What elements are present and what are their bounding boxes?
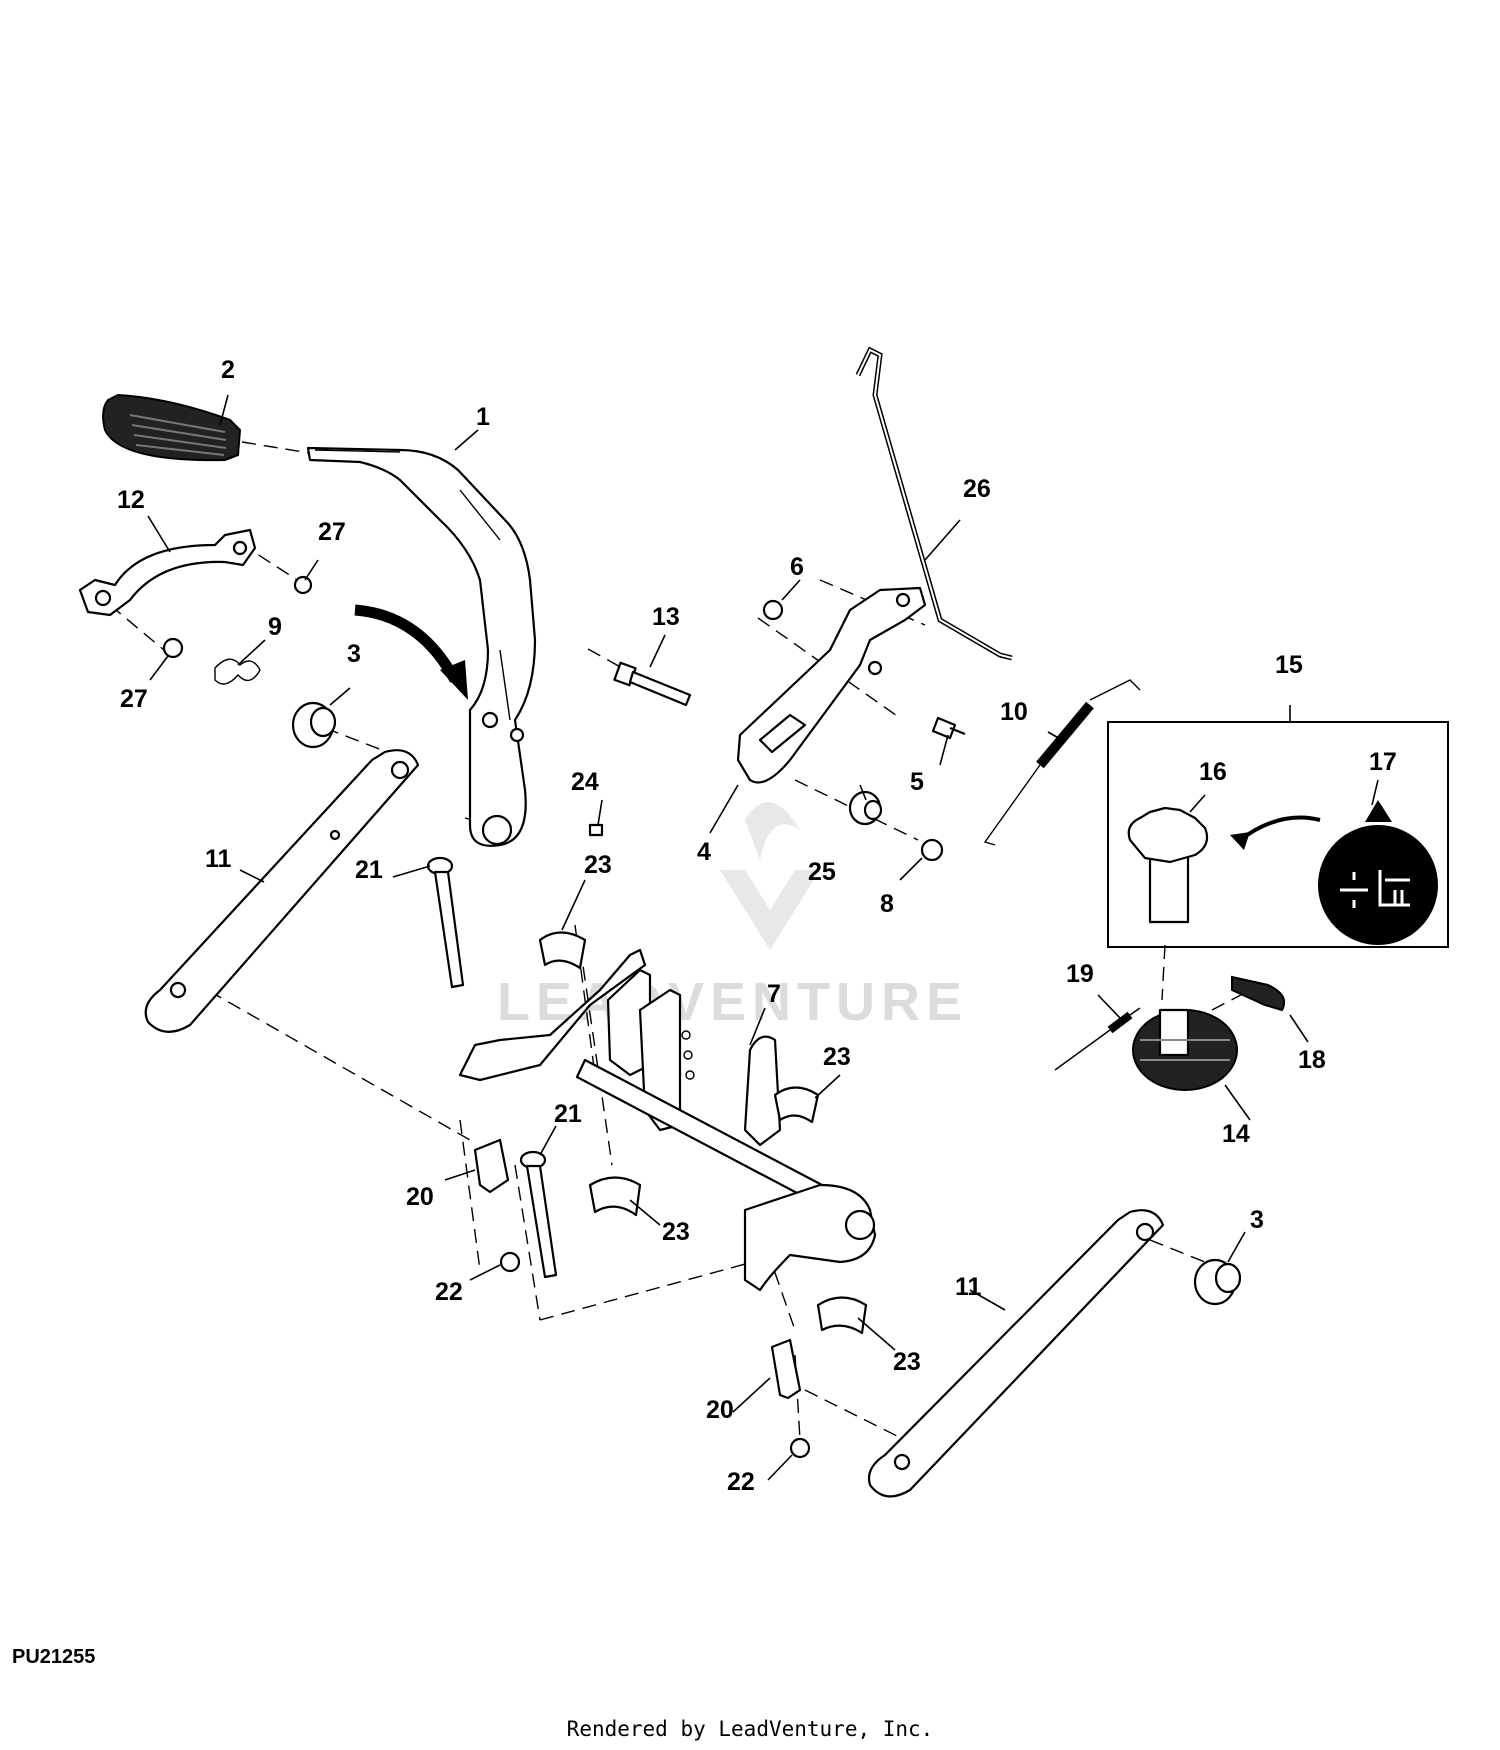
link-rod-part bbox=[78, 528, 257, 617]
callout-1: 1 bbox=[476, 403, 490, 431]
clip-part bbox=[293, 575, 313, 595]
bearing-cap-part bbox=[538, 931, 868, 1335]
callout-27: 27 bbox=[318, 518, 346, 546]
apply-arrow-icon bbox=[1238, 815, 1321, 842]
callout-25: 25 bbox=[808, 858, 836, 886]
callout-17: 17 bbox=[1369, 748, 1397, 776]
callout-18: 18 bbox=[1298, 1046, 1326, 1074]
callout-19: 19 bbox=[1066, 960, 1094, 988]
screw-part bbox=[588, 823, 604, 837]
long-bolt-part bbox=[519, 1150, 558, 1279]
ratchet-gear-part bbox=[1132, 1008, 1238, 1091]
bushing-part bbox=[1193, 1258, 1242, 1306]
rotation-arrow-icon bbox=[354, 604, 460, 683]
callout-4: 4 bbox=[697, 838, 711, 866]
knob-kit-inset bbox=[1107, 721, 1449, 948]
pedal-grip-part bbox=[102, 393, 242, 462]
callout-2: 2 bbox=[221, 356, 235, 384]
callout-12: 12 bbox=[117, 486, 145, 514]
nut-part bbox=[762, 599, 784, 621]
knob-part bbox=[1127, 806, 1209, 924]
nut-part bbox=[920, 838, 944, 862]
callout-11: 11 bbox=[205, 845, 232, 873]
render-credit: Rendered by LeadVenture, Inc. bbox=[566, 1717, 934, 1741]
callout-6: 6 bbox=[790, 553, 804, 581]
pawl-part bbox=[1231, 975, 1286, 1012]
callout-24: 24 bbox=[571, 768, 599, 796]
small-spring-part bbox=[1054, 1007, 1141, 1071]
bolt-part bbox=[931, 716, 966, 740]
callout-3: 3 bbox=[1250, 1206, 1264, 1234]
callout-7: 7 bbox=[767, 980, 781, 1008]
callout-23: 23 bbox=[584, 851, 612, 879]
callout-20: 20 bbox=[406, 1183, 434, 1211]
callout-leaders bbox=[147, 394, 1379, 1481]
pivot-block-part bbox=[473, 1138, 510, 1194]
callout-5: 5 bbox=[910, 768, 924, 796]
callout-16: 16 bbox=[1199, 758, 1227, 786]
nut-part bbox=[789, 1437, 811, 1459]
shaft-assembly-part bbox=[458, 948, 877, 1292]
callout-21: 21 bbox=[554, 1100, 582, 1128]
callout-22: 22 bbox=[727, 1468, 755, 1496]
bushing-part bbox=[291, 701, 337, 749]
pivot-block-part bbox=[770, 1338, 802, 1400]
callout-10: 10 bbox=[1000, 698, 1028, 726]
callout-23: 23 bbox=[823, 1043, 851, 1071]
callout-numbers: 2 1 3 3 4 5 6 7 8 9 10 11 11 12 13 14 15… bbox=[117, 356, 1397, 1496]
callout-23: 23 bbox=[662, 1218, 690, 1246]
callout-27: 27 bbox=[120, 685, 148, 713]
callout-26: 26 bbox=[963, 475, 991, 503]
bracket-part bbox=[736, 586, 927, 784]
drawing-code: PU21255 bbox=[12, 1646, 96, 1668]
callout-20: 20 bbox=[706, 1396, 734, 1424]
long-bolt-part bbox=[426, 856, 465, 989]
callout-21: 21 bbox=[355, 856, 383, 884]
callout-23: 23 bbox=[893, 1348, 921, 1376]
torque-spec-icon bbox=[1318, 800, 1438, 945]
lift-arm-part bbox=[144, 749, 420, 1033]
lift-arm-part bbox=[867, 1209, 1165, 1498]
bolt-part bbox=[613, 661, 692, 707]
callout-11: 11 bbox=[955, 1273, 982, 1301]
nut-part bbox=[499, 1251, 521, 1273]
callout-9: 9 bbox=[268, 613, 282, 641]
clip-part bbox=[162, 637, 184, 659]
callout-8: 8 bbox=[880, 890, 894, 918]
callout-13: 13 bbox=[652, 603, 680, 631]
spring-part bbox=[983, 679, 1141, 846]
hair-pin-part bbox=[214, 658, 261, 685]
spacer-part bbox=[848, 790, 883, 826]
watermark: LEADVENTURE bbox=[497, 802, 962, 1032]
watermark-logo-icon bbox=[720, 870, 820, 950]
callout-15: 15 bbox=[1275, 651, 1303, 679]
callout-22: 22 bbox=[435, 1278, 463, 1306]
pedal-arm-part bbox=[306, 446, 537, 847]
callout-14: 14 bbox=[1222, 1120, 1250, 1148]
callout-3: 3 bbox=[347, 640, 361, 668]
